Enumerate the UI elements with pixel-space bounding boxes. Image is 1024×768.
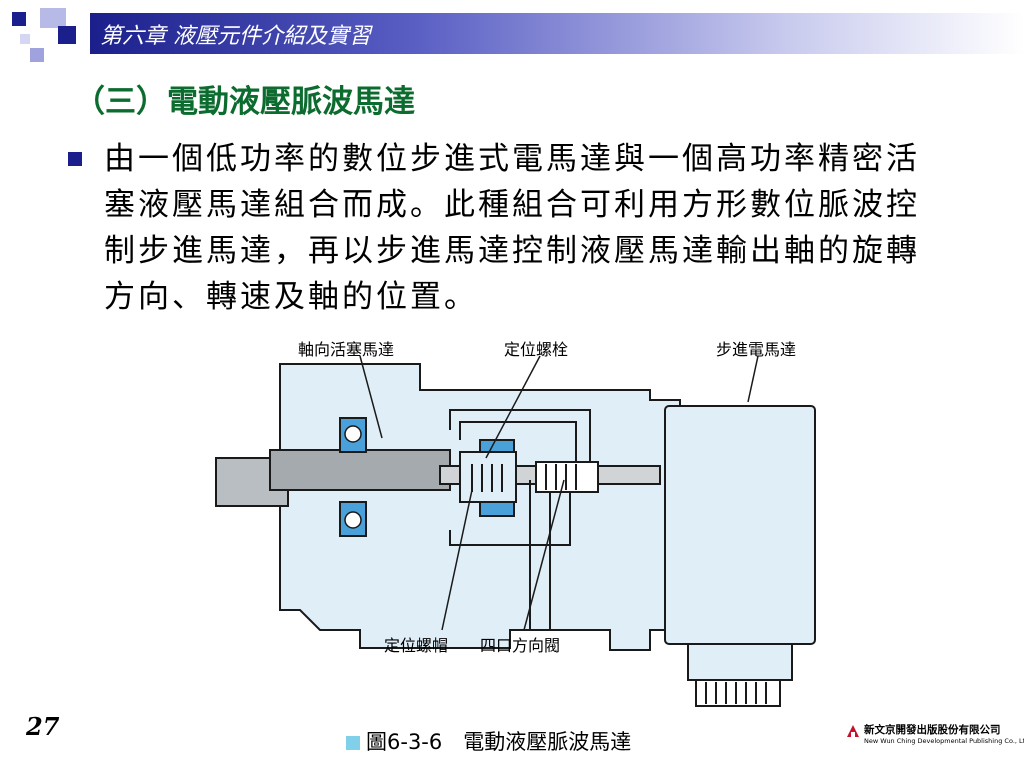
label-locating-nut: 定位螺帽	[384, 636, 449, 655]
decor-square	[40, 8, 66, 28]
caption-square-icon	[346, 736, 360, 750]
decor-square	[20, 34, 30, 44]
label-four-port-valve: 四口方向閥	[480, 636, 561, 655]
header-bar	[90, 13, 1024, 54]
caption-text: 圖6-3-6 電動液壓脈波馬達	[366, 730, 632, 754]
publisher-name: 新文京開發出版股份有限公司	[864, 724, 1001, 736]
body-paragraph: 由一個低功率的數位步進式電馬達與一個高功率精密活塞液壓馬達組合而成。此種組合可利…	[104, 141, 920, 315]
publisher-info: 新文京開發出版股份有限公司 New Wun Ching Developmenta…	[864, 722, 1024, 745]
chapter-title: 第六章 液壓元件介紹及實習	[100, 24, 371, 49]
hydraulic-motor-diagram	[215, 355, 816, 707]
label-stepper-motor: 步進電馬達	[716, 340, 797, 359]
bullet-square	[68, 152, 82, 166]
label-axial-piston-motor: 軸向活塞馬達	[298, 340, 395, 359]
figure-caption: 圖6-3-6 電動液壓脈波馬達	[346, 726, 631, 756]
section-title: （三）電動液壓脈波馬達	[74, 84, 415, 120]
page-number: 27	[26, 712, 60, 741]
decor-square	[58, 26, 76, 44]
stepper-knob	[695, 679, 781, 707]
label-locating-bolt: 定位螺栓	[504, 340, 569, 359]
publisher-logo-icon	[847, 725, 859, 737]
publisher-name-en: New Wun Ching Developmental Publishing C…	[864, 737, 1024, 745]
locating-bolt-body	[459, 451, 517, 503]
stepper-motor-body	[664, 405, 816, 645]
decor-square	[12, 12, 26, 26]
decor-square	[30, 48, 44, 62]
